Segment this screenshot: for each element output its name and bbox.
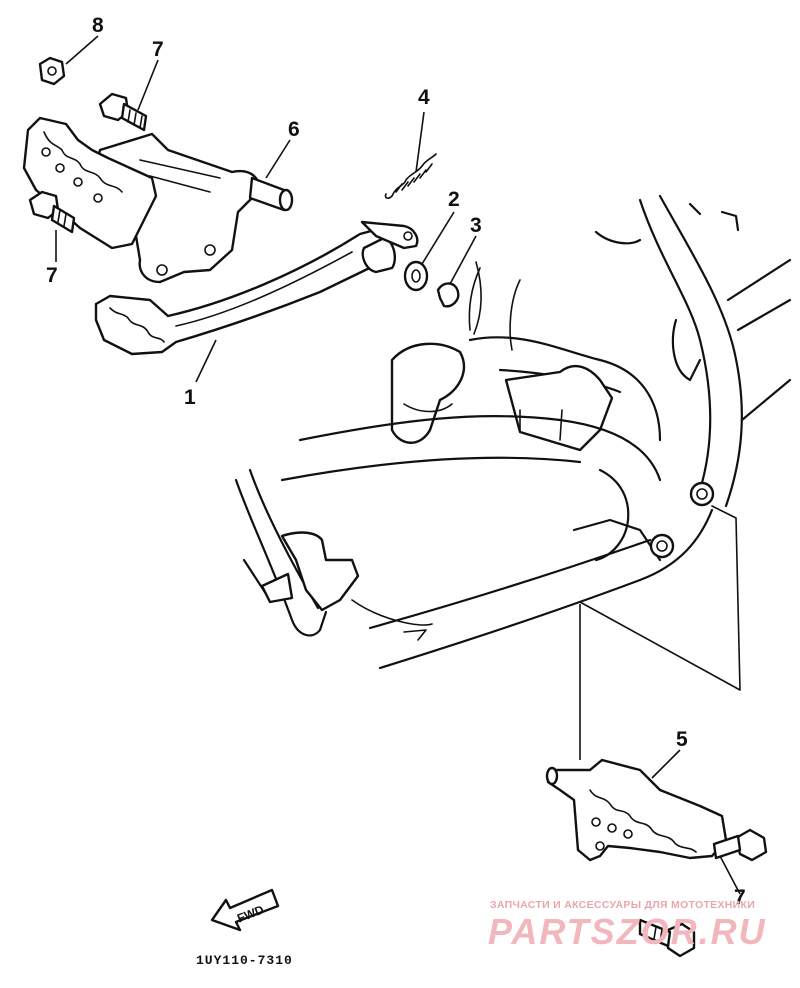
callout-2: 2 — [448, 188, 460, 211]
watermark: ЗАПЧАСТИ И АКСЕССУАРЫ ДЛЯ МОТОТЕХНИКИ PA… — [488, 899, 767, 952]
bolt-right-lower — [638, 918, 696, 958]
drawing-code: 1UY110-7310 — [196, 953, 293, 968]
clip-3 — [436, 282, 460, 308]
callout-3: 3 — [470, 214, 482, 237]
callout-5: 5 — [676, 728, 688, 751]
watermark-tagline: ЗАПЧАСТИ И АКСЕССУАРЫ ДЛЯ МОТОТЕХНИКИ — [490, 899, 755, 911]
washer-2 — [403, 260, 429, 292]
leader-lines — [55, 35, 741, 895]
callout-7-left: 7 — [46, 264, 58, 287]
bolt-right-upper — [712, 828, 768, 862]
callout-1: 1 — [184, 386, 196, 409]
brake-pedal — [94, 220, 419, 356]
callout-4: 4 — [418, 86, 430, 109]
nut-8 — [38, 56, 66, 86]
footrest-right — [545, 758, 728, 862]
watermark-brand: PARTSZOR.RU — [488, 911, 767, 952]
callout-6: 6 — [288, 118, 300, 141]
bolt-lower-left — [28, 190, 76, 234]
callout-8: 8 — [92, 14, 104, 37]
callout-7-right: 7 — [734, 886, 746, 909]
bolt-upper — [98, 92, 148, 132]
frame-assembly — [234, 194, 792, 760]
footpeg-left — [22, 116, 158, 250]
forward-direction-arrow: FWD — [210, 888, 280, 932]
callout-7-top: 7 — [152, 38, 164, 61]
callout-labels: 8 7 6 4 2 3 7 1 5 7 — [46, 14, 746, 909]
spring-4 — [384, 153, 437, 199]
